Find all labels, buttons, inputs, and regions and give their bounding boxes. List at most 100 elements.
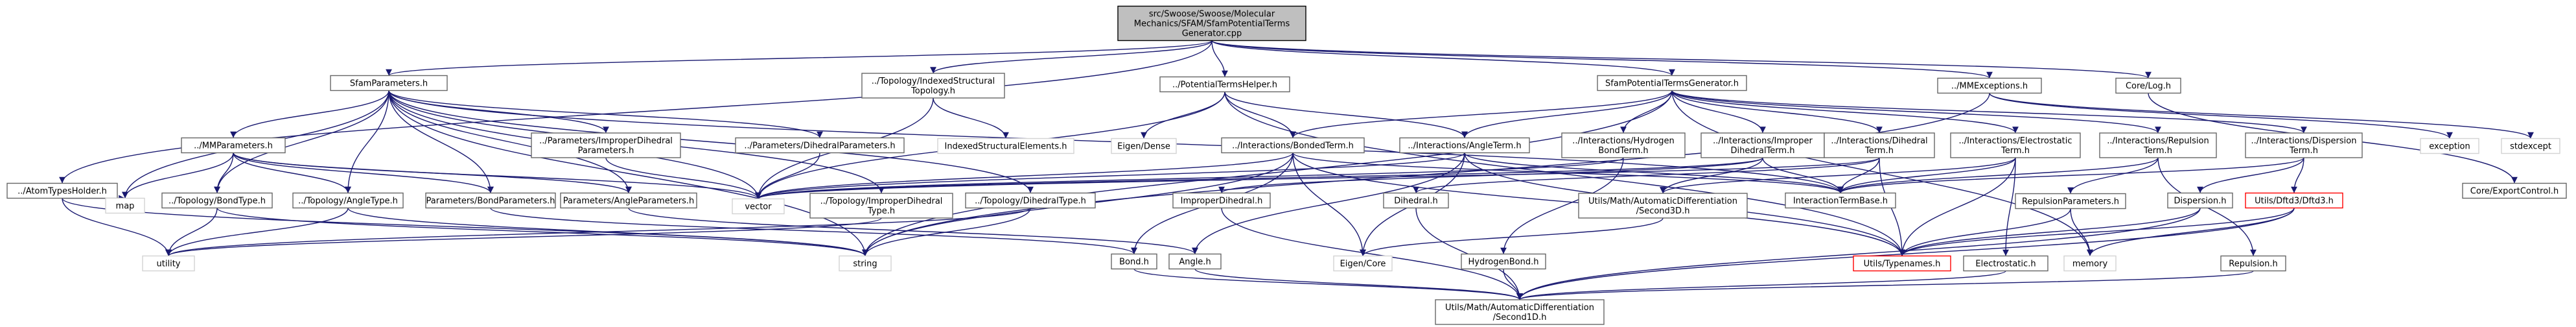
node-eigencore: Eigen/Core xyxy=(1333,255,1393,272)
node-potentialtermshelper[interactable]: ../PotentialTermsHelper.h xyxy=(1159,76,1290,93)
node-box-potentialtermshelper xyxy=(1159,76,1290,93)
node-dihedralterm[interactable]: ../Interactions/DihedralTerm.h xyxy=(1824,132,1935,158)
node-box-repulsionterm xyxy=(2099,132,2217,158)
edge-topologybondtype-to-string xyxy=(216,207,868,257)
node-coreexportcontrol[interactable]: Core/ExportControl.h xyxy=(2462,182,2567,199)
edge-potentialtermshelper-to-eigendense xyxy=(1141,91,1225,139)
node-label-angle: Angle.h xyxy=(1179,258,1211,267)
edge-improperdihedralterm-to-interactiontermbase xyxy=(1762,157,1844,193)
edge-bondparameters-to-bond xyxy=(490,207,1137,255)
node-sfamparameters[interactable]: SfamParameters.h xyxy=(330,75,448,91)
node-box-dispersionterm xyxy=(2245,132,2363,158)
node-box-second1d xyxy=(1435,299,1605,325)
node-box-dihedralparameters xyxy=(735,137,905,154)
node-box-indexedstructuraltopology xyxy=(861,73,1005,99)
node-second1d[interactable]: Utils/Math/AutomaticDifferentiation/Seco… xyxy=(1435,299,1605,325)
node-dihedral[interactable]: Dihedral.h xyxy=(1383,192,1449,209)
edge-dispersionterm-to-dispersion xyxy=(2197,157,2304,193)
node-label-second1d: /Second1D.h xyxy=(1493,313,1547,322)
node-repulsionparameters[interactable]: RepulsionParameters.h xyxy=(2015,193,2126,210)
edge-electrostaticterm-to-interactiontermbase xyxy=(1837,157,2016,193)
node-box-improperdihedralparameters xyxy=(531,132,681,158)
node-improperdihedralparameters[interactable]: ../Parameters/ImproperDihedralParameters… xyxy=(531,132,681,158)
node-topologyangletype[interactable]: ../Topology/AngleType.h xyxy=(292,192,404,209)
node-label-dispersionterm: Term.h xyxy=(2289,146,2318,156)
node-angleterm[interactable]: ../Interactions/AngleTerm.h xyxy=(1399,137,1530,154)
node-box-repulsionparameters xyxy=(2015,193,2126,210)
node-interactiontermbase[interactable]: InteractionTermBase.h xyxy=(1785,192,1896,209)
edge-angle-to-second1d xyxy=(1194,268,1523,300)
node-label-vector: vector xyxy=(745,202,772,212)
node-label-improperdihedralterm: ../Interactions/Improper xyxy=(1713,136,1813,146)
node-box-topologyimproperdihedraltype xyxy=(809,193,953,219)
node-box-bond xyxy=(1111,253,1157,270)
node-label-utility: utility xyxy=(157,260,181,269)
edge-angleterm-to-interactiontermbase xyxy=(1464,152,1844,193)
node-dftd3: Utils/Dftd3/Dftd3.h xyxy=(2245,192,2343,209)
node-topologybondtype[interactable]: ../Topology/BondType.h xyxy=(161,192,273,209)
edge-second3d-to-eigencore xyxy=(1360,217,1664,256)
edge-root-to-sfampotentialtermsgenerator xyxy=(1211,40,1675,77)
node-bondparameters[interactable]: Parameters/BondParameters.h xyxy=(425,192,556,209)
node-label-interactiontermbase: InteractionTermBase.h xyxy=(1793,197,1888,206)
node-bond[interactable]: Bond.h xyxy=(1111,253,1157,270)
node-box-sfampotentialtermsgenerator xyxy=(1597,75,1747,91)
node-improperdihedral[interactable]: ImproperDihedral.h xyxy=(1172,192,1271,209)
node-label-indexedstructuraltopology: ../Topology/IndexedStructural xyxy=(872,77,995,86)
node-label-topologyimproperdihedraltype: Type.h xyxy=(867,206,895,216)
node-second3d[interactable]: Utils/Math/AutomaticDifferentiation/Seco… xyxy=(1578,193,1748,219)
node-label-second1d: Utils/Math/AutomaticDifferentiation xyxy=(1445,303,1594,313)
node-label-memory: memory xyxy=(2072,260,2108,269)
edge-topologydihedraltype-to-string xyxy=(862,208,1031,256)
node-memory: memory xyxy=(2063,255,2117,272)
node-dispersion[interactable]: Dispersion.h xyxy=(2167,192,2233,209)
node-mmexceptions[interactable]: ../MMExceptions.h xyxy=(1937,77,2042,94)
node-label-electrostaticterm: Term.h xyxy=(2001,146,2030,156)
edge-topologyimproperdihedraltype-to-utility xyxy=(165,217,882,257)
node-angleparameters[interactable]: Parameters/AngleParameters.h xyxy=(560,192,697,209)
node-box-improperdihedralterm xyxy=(1700,132,1825,158)
node-mmparameters[interactable]: ../MMParameters.h xyxy=(181,137,286,154)
node-box-utility xyxy=(142,255,195,272)
node-box-eigendense xyxy=(1111,138,1177,154)
node-atomtypesholder[interactable]: ../AtomTypesHolder.h xyxy=(6,182,118,199)
node-label-eigencore: Eigen/Core xyxy=(1340,260,1386,269)
node-label-sfamparameters: SfamParameters.h xyxy=(350,79,428,89)
node-typenames: Utils/Typenames.h xyxy=(1853,255,1951,272)
node-repulsion[interactable]: Repulsion.h xyxy=(2220,255,2286,272)
edge-sfampotentialtermsgenerator-to-repulsionterm xyxy=(1671,90,2161,134)
edge-mmexceptions-to-exception xyxy=(1989,93,2453,139)
node-box-angleterm xyxy=(1399,137,1530,154)
node-eigendense: Eigen/Dense xyxy=(1111,138,1177,154)
node-box-mmparameters xyxy=(181,137,286,154)
edge-bond-to-second1d xyxy=(1133,268,1523,300)
node-electrostatic[interactable]: Electrostatic.h xyxy=(1963,255,2048,272)
node-topologydihedraltype[interactable]: ../Topology/DihedralType.h xyxy=(965,192,1096,209)
node-label-second3d: Utils/Math/AutomaticDifferentiation xyxy=(1588,197,1737,206)
edge-dftd3-to-second1d xyxy=(1516,208,2295,300)
node-label-root: Mechanics/SFAM/SfamPotentialTerms xyxy=(1134,19,1290,29)
node-hydrogenbond[interactable]: HydrogenBond.h xyxy=(1461,253,1546,270)
node-box-hydrogenbond xyxy=(1461,253,1546,270)
edge-mmparameters-to-map xyxy=(122,152,234,199)
node-bondedterm[interactable]: ../Interactions/BondedTerm.h xyxy=(1221,137,1365,154)
node-box-root xyxy=(1117,5,1306,42)
node-label-string: string xyxy=(853,260,877,269)
node-angle[interactable]: Angle.h xyxy=(1168,253,1222,270)
node-label-hydrogenbondterm: BondTerm.h xyxy=(1598,146,1648,156)
edge-bondedterm-to-vector xyxy=(755,152,1294,200)
node-root[interactable]: src/Swoose/Swoose/MolecularMechanics/SFA… xyxy=(1117,5,1306,42)
node-sfampotentialtermsgenerator[interactable]: SfamPotentialTermsGenerator.h xyxy=(1597,75,1747,91)
node-dihedralparameters[interactable]: ../Parameters/DihedralParameters.h xyxy=(735,137,905,154)
node-label-repulsionterm: Term.h xyxy=(2143,146,2172,156)
edge-root-to-mmexceptions xyxy=(1211,40,1993,79)
node-corelog[interactable]: Core/Log.h xyxy=(2115,77,2181,94)
